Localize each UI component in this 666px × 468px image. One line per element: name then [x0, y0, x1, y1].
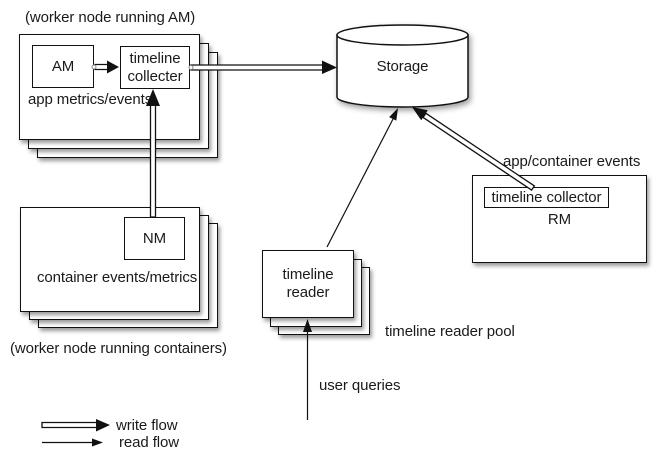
rm-label: RM	[547, 211, 572, 228]
nm-box: NM	[124, 217, 185, 260]
storage-label: Storage	[376, 58, 429, 75]
timeline-reader-label: timeline reader	[282, 266, 334, 301]
timeline-collector-am-label: timeline collecter	[127, 49, 183, 85]
am-box: AM	[32, 45, 94, 88]
nm-box-label: NM	[142, 229, 167, 247]
app-container-events-label: app/container events	[503, 153, 641, 170]
storage-cylinder	[336, 24, 469, 108]
container-events-metrics-label: container events/metrics	[37, 269, 198, 286]
am-box-label: AM	[51, 57, 75, 75]
worker-containers-caption: (worker node running containers)	[10, 340, 227, 357]
timeline-collector-rm-box: timeline collector	[484, 187, 609, 208]
app-metrics-events-label: app metrics/events	[28, 91, 153, 108]
worker-am-caption: (worker node running AM)	[25, 9, 196, 26]
legend-read-arrow	[42, 438, 103, 447]
timeline-collector-rm-label: timeline collector	[491, 188, 602, 206]
timeline-reader-pool-label: timeline reader pool	[385, 323, 515, 340]
legend-write-arrow	[41, 419, 110, 432]
timeline-reader-box: timeline reader	[262, 250, 354, 318]
legend-read-flow-label: read flow	[119, 434, 179, 451]
read-arrow-reader-to-storage	[326, 108, 398, 248]
legend-write-flow-label: write flow	[116, 417, 178, 434]
timeline-collector-am-box: timeline collecter	[120, 46, 190, 89]
user-queries-label: user queries	[319, 377, 401, 394]
